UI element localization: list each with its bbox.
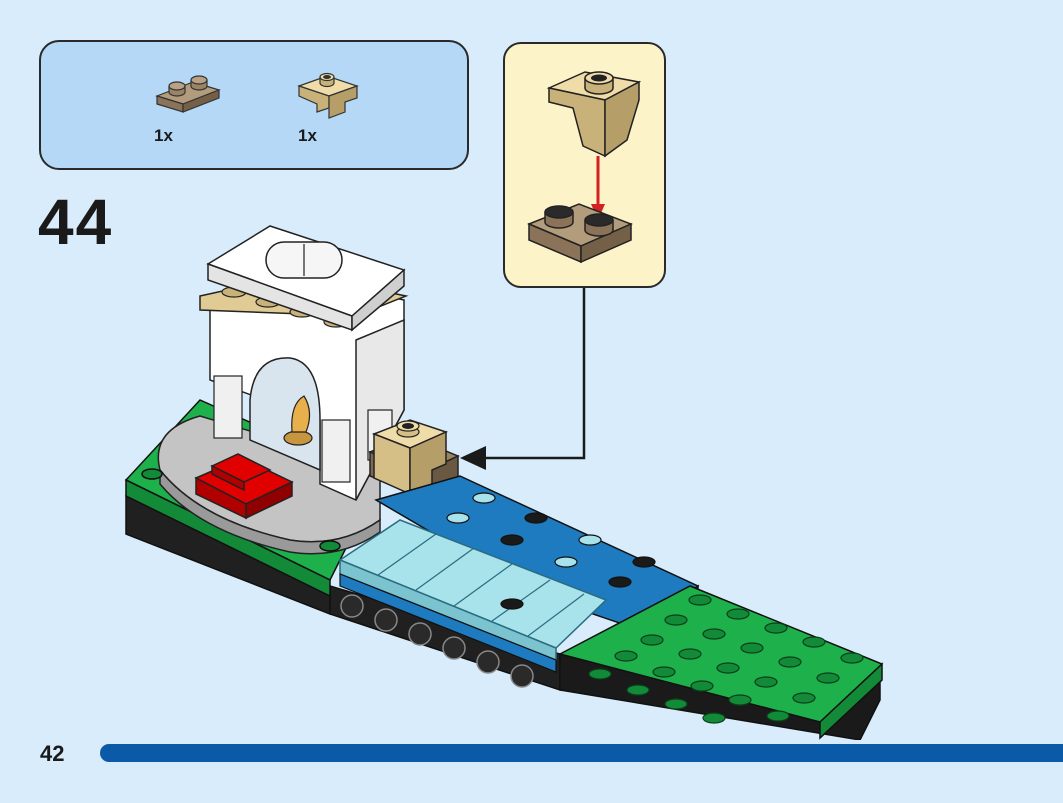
parts-list-box: 1x 1x xyxy=(39,40,469,170)
dark-tan-plate-icon xyxy=(527,203,633,264)
step-number: 44 xyxy=(38,186,114,258)
tan-bracket-icon xyxy=(546,71,642,158)
part-qty-tan-bracket: 1x xyxy=(298,126,317,145)
callout-pointer-icon xyxy=(460,288,586,470)
progress-bar-fill xyxy=(100,744,1063,762)
part-qty-dark-tan-plate: 1x xyxy=(154,126,173,145)
blue-studs xyxy=(446,492,656,588)
tan-bracket-part-icon xyxy=(297,72,359,119)
page-number: 42 xyxy=(40,741,65,766)
dark-tan-plate-part-icon xyxy=(155,75,221,113)
green-studs xyxy=(588,594,864,724)
substep-callout xyxy=(503,42,666,288)
substep-illustration xyxy=(527,71,642,264)
model-tan-bracket xyxy=(368,419,460,498)
black-technic-side xyxy=(340,594,534,688)
model-illustration xyxy=(124,225,884,740)
red-brick xyxy=(194,453,294,520)
progress-bar xyxy=(100,744,1063,762)
trans-tile-area xyxy=(338,519,608,662)
